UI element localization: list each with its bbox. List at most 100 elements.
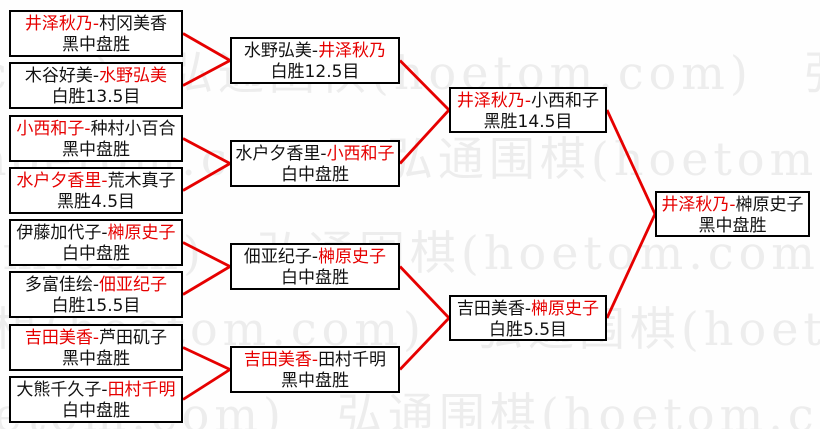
connector-line [398, 317, 451, 371]
player-left: 小西和子 [16, 119, 85, 139]
dash: - [84, 119, 91, 139]
player-left: 水户夕香里 [235, 144, 321, 164]
player-right: 榊原史子 [318, 247, 387, 267]
player-right: 水野弘美 [99, 66, 168, 86]
match-players: 佃亚纪子-榊原史子 [232, 247, 398, 268]
player-left: 吉田美香 [24, 328, 93, 348]
player-right: 种村小百合 [90, 119, 176, 139]
player-right: 村冈美香 [99, 14, 168, 34]
match-players: 吉田美香-田村千明 [232, 350, 398, 371]
connector-line [182, 137, 231, 165]
dash: - [320, 144, 327, 164]
match-result: 黑胜14.5目 [483, 112, 573, 132]
match-result: 黑中盘胜 [698, 216, 767, 236]
dash: - [311, 247, 319, 267]
dash: - [311, 350, 319, 370]
match-box-r1m7: 吉田美香-芦田矶子 黑中盘胜 [9, 324, 183, 371]
match-result: 白中盘胜 [62, 401, 130, 421]
match-result: 白胜13.5目 [51, 87, 141, 107]
match-result: 黑胜4.5目 [56, 192, 136, 212]
match-players: 小西和子-种村小百合 [11, 119, 181, 140]
match-box-r1m2: 木谷好美-水野弘美 白胜13.5目 [9, 62, 183, 109]
connector-line [399, 59, 450, 111]
player-right: 榊原史子 [107, 223, 176, 243]
match-box-sf1: 井泽秋乃-小西和子 黑胜14.5目 [449, 87, 607, 133]
player-left: 井泽秋乃 [24, 14, 93, 34]
match-box-r2m1: 水野弘美-井泽秋乃 白胜12.5目 [230, 37, 400, 84]
player-right: 佃亚纪子 [99, 275, 168, 295]
dash: - [101, 380, 108, 400]
connector-line [182, 241, 231, 268]
match-players: 多富佳绘-佃亚纪子 [11, 275, 181, 296]
player-right: 田村千明 [107, 380, 176, 400]
match-players: 井泽秋乃-村冈美香 [11, 14, 181, 35]
player-right: 小西和子 [531, 91, 600, 111]
player-left: 大熊千久子 [16, 380, 102, 400]
match-result: 白中盘胜 [62, 244, 130, 264]
connector-line [182, 32, 231, 62]
player-left: 水户夕香里 [16, 171, 102, 191]
player-left: 水野弘美 [243, 41, 312, 61]
match-players: 吉田美香-榊原史子 [451, 299, 605, 320]
connector-line [605, 213, 657, 319]
match-result: 黑中盘胜 [62, 349, 130, 369]
player-right: 井泽秋乃 [318, 41, 387, 61]
player-left: 吉田美香 [456, 299, 525, 319]
match-result: 白胜5.5目 [488, 320, 568, 340]
match-box-r1m3: 小西和子-种村小百合 黑中盘胜 [9, 115, 183, 162]
match-players: 水野弘美-井泽秋乃 [232, 41, 398, 62]
match-box-r2m2: 水户夕香里-小西和子 白中盘胜 [230, 140, 400, 187]
connector-line [182, 59, 231, 87]
match-players: 吉田美香-芦田矶子 [11, 328, 181, 349]
match-box-r1m4: 水户夕香里-荒木真子 黑胜4.5目 [9, 167, 183, 214]
dash: - [311, 41, 319, 61]
match-result: 白胜15.5目 [51, 296, 141, 316]
dash: - [92, 275, 100, 295]
match-players: 木谷好美-水野弘美 [11, 66, 181, 87]
match-box-r1m8: 大熊千久子-田村千明 白中盘胜 [9, 376, 183, 423]
match-result: 黑中盘胜 [281, 371, 349, 391]
match-box-r2m3: 佃亚纪子-榊原史子 白中盘胜 [230, 243, 400, 290]
match-players: 井泽秋乃-榊原史子 [657, 195, 808, 216]
dash: - [92, 14, 100, 34]
match-players: 水户夕香里-荒木真子 [11, 171, 181, 192]
player-left: 井泽秋乃 [456, 91, 525, 111]
match-box-r1m5: 伊藤加代子-榊原史子 白中盘胜 [9, 219, 183, 266]
match-result: 黑中盘胜 [62, 140, 130, 160]
dash: - [729, 195, 736, 215]
match-players: 水户夕香里-小西和子 [232, 144, 398, 165]
player-left: 井泽秋乃 [661, 195, 730, 215]
match-players: 井泽秋乃-小西和子 [451, 91, 605, 112]
match-box-final: 井泽秋乃-榊原史子 黑中盘胜 [655, 191, 810, 237]
match-players: 大熊千久子-田村千明 [11, 380, 181, 401]
player-right: 芦田矶子 [99, 328, 168, 348]
match-box-sf2: 吉田美香-榊原史子 白胜5.5目 [449, 295, 607, 341]
connector-line [398, 265, 451, 319]
connector-line [605, 109, 657, 215]
match-result: 白中盘胜 [281, 165, 349, 185]
connector-line [398, 109, 451, 165]
match-box-r1m1: 井泽秋乃-村冈美香 黑中盘胜 [9, 10, 183, 57]
dash: - [92, 66, 100, 86]
match-result: 黑中盘胜 [62, 35, 130, 55]
player-left: 吉田美香 [243, 350, 312, 370]
player-left: 多富佳绘 [24, 275, 93, 295]
match-players: 伊藤加代子-榊原史子 [11, 223, 181, 244]
dash: - [101, 223, 108, 243]
player-left: 木谷好美 [24, 66, 93, 86]
player-right: 荒木真子 [107, 171, 176, 191]
connector-line [182, 368, 231, 401]
connector-line [182, 346, 231, 371]
player-right: 榊原史子 [735, 195, 804, 215]
connector-line [182, 162, 231, 192]
dash: - [101, 171, 108, 191]
player-right: 榊原史子 [531, 299, 600, 319]
match-box-r2m4: 吉田美香-田村千明 黑中盘胜 [230, 346, 400, 393]
player-left: 伊藤加代子 [16, 223, 102, 243]
match-box-r1m6: 多富佳绘-佃亚纪子 白胜15.5目 [9, 271, 183, 318]
match-result: 白胜12.5目 [270, 62, 360, 82]
match-result: 白中盘胜 [281, 268, 349, 288]
player-right: 田村千明 [318, 350, 387, 370]
